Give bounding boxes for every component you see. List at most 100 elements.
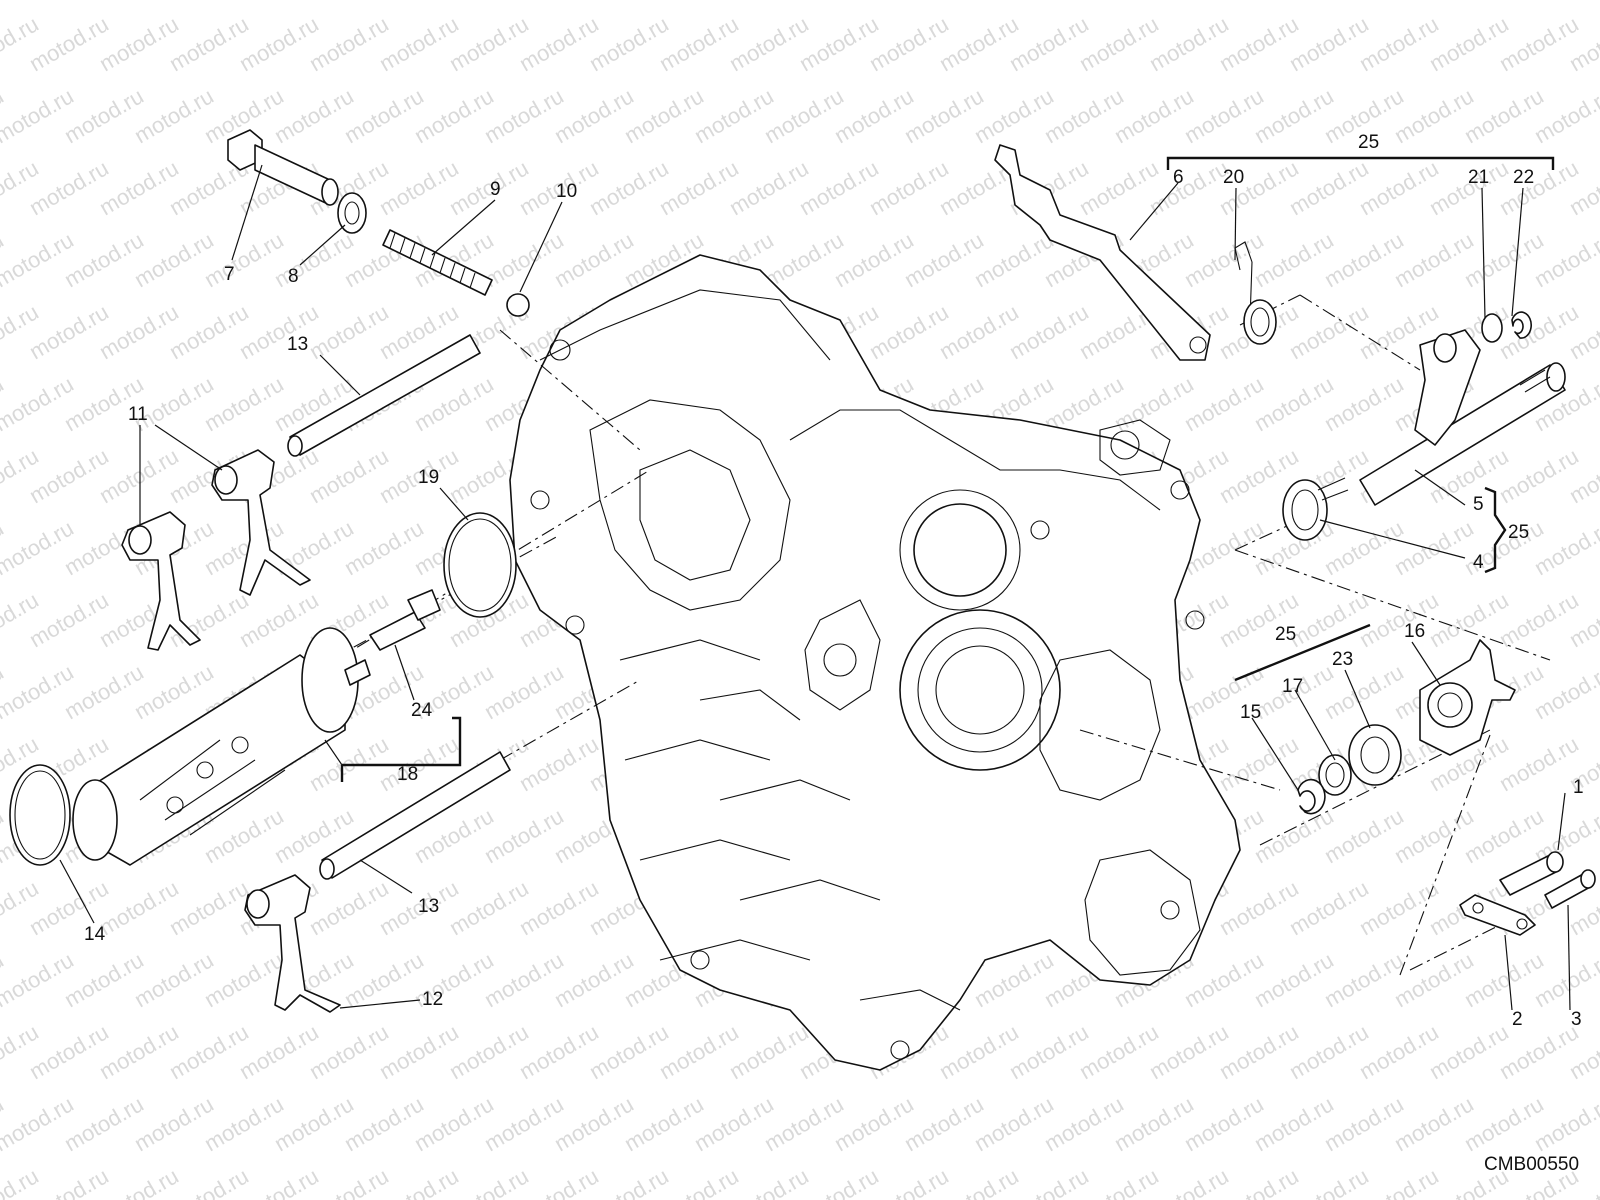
callout-21: 21 bbox=[1468, 167, 1489, 188]
watermark-text: motod.ru bbox=[1250, 371, 1338, 436]
watermark-text: motod.ru bbox=[725, 11, 813, 76]
watermark-text: motod.ru bbox=[725, 1019, 813, 1084]
watermark-text: motod.ru bbox=[1110, 83, 1198, 148]
watermark-text: motod.ru bbox=[1460, 1091, 1548, 1156]
callout-18: 18 bbox=[397, 764, 418, 785]
watermark-text: motod.ru bbox=[970, 1091, 1058, 1156]
watermark-text: motod.ru bbox=[340, 515, 428, 580]
watermark-text: motod.ru bbox=[1145, 155, 1233, 220]
watermark-text: motod.ru bbox=[1320, 947, 1408, 1012]
watermark-text: motod.ru bbox=[445, 1019, 533, 1084]
watermark-text: motod.ru bbox=[25, 587, 113, 652]
watermark-text: motod.ru bbox=[270, 0, 358, 4]
watermark-text: motod.ru bbox=[865, 155, 953, 220]
callout-12: 12 bbox=[422, 989, 443, 1010]
part-ball-10 bbox=[506, 293, 530, 317]
part-washer-17 bbox=[1318, 754, 1352, 796]
watermark-text: motod.ru bbox=[1180, 371, 1268, 436]
watermark-text: motod.ru bbox=[1075, 1019, 1163, 1084]
watermark-text: motod.ru bbox=[130, 1091, 218, 1156]
watermark-text: motod.ru bbox=[900, 1091, 988, 1156]
part-spring-9 bbox=[382, 229, 493, 296]
watermark-text: motod.ru bbox=[60, 947, 148, 1012]
watermark-text: motod.ru bbox=[1145, 1019, 1233, 1084]
watermark-text: motod.ru bbox=[305, 1019, 393, 1084]
watermark-text: motod.ru bbox=[445, 875, 533, 940]
watermark-text: motod.ru bbox=[1495, 443, 1583, 508]
watermark-text: motod.ru bbox=[970, 0, 1058, 4]
watermark-text: motod.ru bbox=[130, 83, 218, 148]
crankcase-half bbox=[509, 254, 1241, 1071]
watermark-text: motod.ru bbox=[1320, 227, 1408, 292]
watermark-text: motod.ru bbox=[130, 227, 218, 292]
watermark-text: motod.ru bbox=[1005, 1019, 1093, 1084]
part-shaft-5 bbox=[1359, 329, 1566, 506]
watermark-text: motod.ru bbox=[655, 11, 743, 76]
watermark-text: motod.ru bbox=[515, 11, 603, 76]
callout-25-top: 25 bbox=[1358, 132, 1379, 153]
watermark-text: motod.ru bbox=[795, 155, 883, 220]
watermark-text: motod.ru bbox=[340, 0, 428, 4]
part-spring-4 bbox=[1282, 477, 1349, 541]
watermark-text: motod.ru bbox=[445, 155, 533, 220]
watermark-text: motod.ru bbox=[1460, 947, 1548, 1012]
watermark-text: motod.ru bbox=[235, 11, 323, 76]
watermark-text: motod.ru bbox=[305, 443, 393, 508]
watermark-text: motod.ru bbox=[1110, 1091, 1198, 1156]
part-fork-11-right bbox=[211, 449, 311, 596]
watermark-text: motod.ru bbox=[550, 227, 638, 292]
watermark-text: motod.ru bbox=[900, 83, 988, 148]
part-shift-drum-18 bbox=[72, 627, 371, 866]
callout-13-lower: 13 bbox=[418, 896, 439, 917]
part-screw-1 bbox=[1499, 851, 1564, 896]
watermark-text: motod.ru bbox=[480, 659, 568, 724]
watermark-text: motod.ru bbox=[1285, 11, 1373, 76]
watermark-text: motod.ru bbox=[95, 299, 183, 364]
watermark-text: motod.ru bbox=[1320, 371, 1408, 436]
part-screw-3 bbox=[1544, 869, 1596, 909]
watermark-text: motod.ru bbox=[340, 83, 428, 148]
watermark-text: motod.ru bbox=[1530, 0, 1600, 4]
watermark-text: motod.ru bbox=[550, 1091, 638, 1156]
watermark-text: motod.ru bbox=[95, 11, 183, 76]
watermark-text: motod.ru bbox=[585, 1019, 673, 1084]
watermark-text: motod.ru bbox=[1320, 803, 1408, 868]
diagram-code: CMB00550 bbox=[1484, 1154, 1579, 1175]
callout-17: 17 bbox=[1282, 676, 1303, 697]
watermark-text: motod.ru bbox=[1005, 11, 1093, 76]
watermark-text: motod.ru bbox=[550, 83, 638, 148]
watermark-text: motod.ru bbox=[1425, 11, 1513, 76]
watermark-text: motod.ru bbox=[585, 11, 673, 76]
watermark-text: motod.ru bbox=[375, 11, 463, 76]
watermark-text: motod.ru bbox=[830, 0, 918, 4]
watermark-text: motod.ru bbox=[655, 155, 743, 220]
callout-22: 22 bbox=[1513, 167, 1534, 188]
watermark-text: motod.ru bbox=[480, 947, 568, 1012]
watermark-text: motod.ru bbox=[1250, 1091, 1338, 1156]
watermark-text: motod.ru bbox=[0, 0, 78, 4]
watermark-text: motod.ru bbox=[1390, 83, 1478, 148]
watermark-text: motod.ru bbox=[305, 299, 393, 364]
watermark-text: motod.ru bbox=[865, 11, 953, 76]
watermark-text: motod.ru bbox=[760, 1091, 848, 1156]
watermark-text: motod.ru bbox=[480, 1091, 568, 1156]
watermark-text: motod.ru bbox=[130, 0, 218, 4]
callout-9: 9 bbox=[490, 179, 501, 200]
watermark-text: motod.ru bbox=[515, 875, 603, 940]
watermark-text: motod.ru bbox=[1180, 227, 1268, 292]
part-fork-12 bbox=[244, 874, 341, 1013]
watermark-text: motod.ru bbox=[1040, 0, 1128, 4]
callout-1: 1 bbox=[1573, 777, 1584, 798]
watermark-text: motod.ru bbox=[60, 83, 148, 148]
watermark-text: motod.ru bbox=[95, 875, 183, 940]
watermark-text: motod.ru bbox=[410, 83, 498, 148]
watermark-text: motod.ru bbox=[1215, 11, 1303, 76]
watermark-text: motod.ru bbox=[480, 0, 568, 4]
callout-6: 6 bbox=[1173, 167, 1184, 188]
watermark-text: motod.ru bbox=[1495, 11, 1583, 76]
callout-16: 16 bbox=[1404, 621, 1425, 642]
watermark-text: motod.ru bbox=[480, 83, 568, 148]
watermark-text: motod.ru bbox=[165, 1019, 253, 1084]
watermark-text: motod.ru bbox=[1180, 1091, 1268, 1156]
